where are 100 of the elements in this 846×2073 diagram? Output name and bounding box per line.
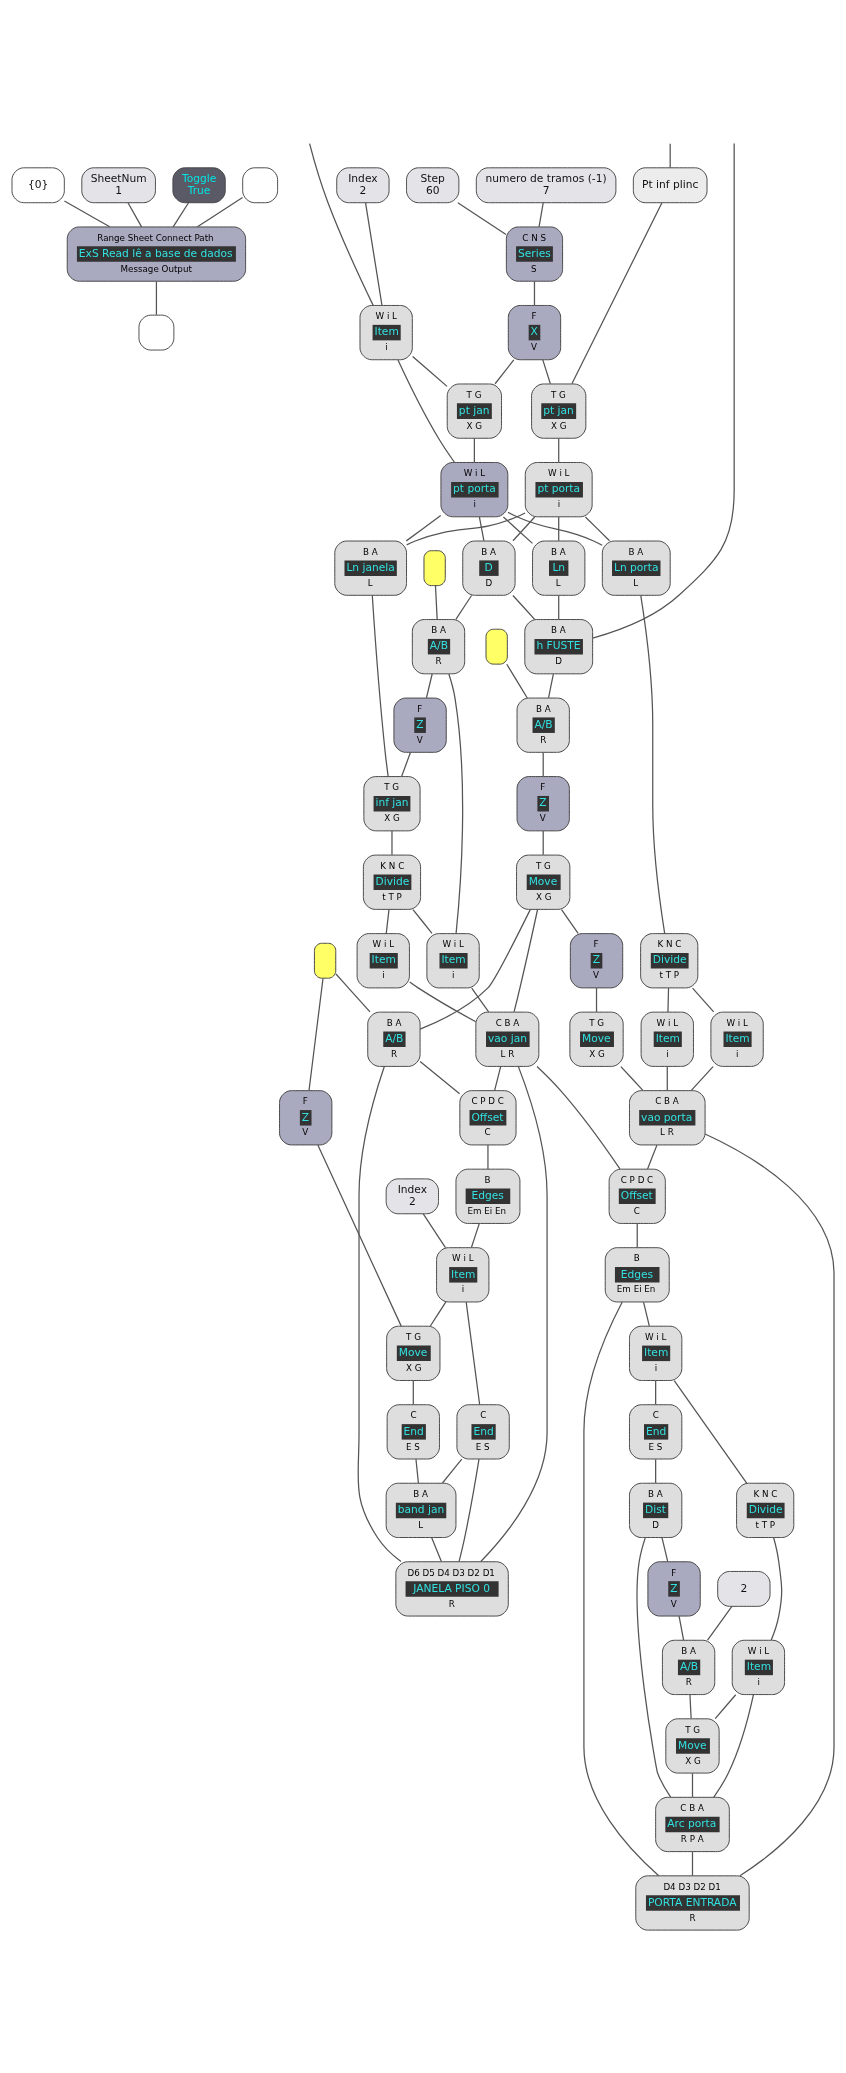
node-box: W i L pt porta i [440, 462, 509, 518]
connector [364, 202, 383, 306]
connector [441, 1458, 463, 1484]
connector [473, 437, 475, 463]
connector [655, 1458, 657, 1484]
connector [127, 202, 143, 228]
connector [646, 1144, 658, 1170]
node-box: T G Move X G [665, 1718, 720, 1774]
connector [642, 1301, 650, 1327]
connector [691, 1851, 694, 1877]
node-box: F Z V [393, 697, 447, 753]
node-box: C End E S [456, 1404, 510, 1460]
connector [457, 202, 507, 236]
node-box: B Edges Em Ei En [604, 1247, 670, 1303]
node-box: B A D D [462, 540, 516, 596]
connector [655, 1380, 657, 1406]
node-box [313, 942, 337, 979]
connector [689, 1694, 692, 1720]
connector [513, 908, 539, 1013]
node-box: Pt inf plinc [632, 167, 708, 204]
connector [465, 1301, 481, 1406]
connector [406, 512, 526, 546]
connector [706, 1605, 733, 1641]
connector [640, 594, 666, 935]
node-box: T G pt jan X G [531, 383, 587, 439]
node-box: F X V [507, 304, 562, 361]
connector [669, 143, 671, 169]
connector [419, 1060, 461, 1095]
connector [547, 673, 554, 699]
connector [704, 1133, 835, 1877]
node-box: F Z V [516, 776, 570, 832]
connector [155, 280, 158, 316]
connector [434, 585, 438, 621]
node-box: T G Move X G [386, 1325, 441, 1381]
node-box: Index 2 [385, 1178, 439, 1215]
node-box: B A Dist D [629, 1482, 683, 1538]
connector [690, 1065, 714, 1092]
connector [415, 1458, 419, 1484]
connector [542, 359, 551, 385]
node-box: C End E S [386, 1404, 440, 1460]
node-box: C B A vao jan L R [475, 1011, 540, 1067]
connector [470, 1223, 480, 1249]
connector [429, 1301, 447, 1327]
connector [471, 987, 490, 1013]
node-box [242, 167, 279, 204]
node-box: W i L Item i [436, 1247, 490, 1303]
connector [666, 1065, 668, 1092]
node-box: C P D C Offset C [608, 1168, 666, 1224]
connector [678, 1615, 685, 1641]
node-box: W i L pt porta i [524, 462, 593, 518]
connector [385, 908, 390, 934]
node-box: B A A/B R [411, 619, 466, 675]
node-box: F Z V [569, 933, 624, 989]
connector [673, 1380, 748, 1484]
connector [571, 202, 663, 385]
node-box [423, 550, 446, 587]
connector [770, 1537, 783, 1641]
connector [558, 437, 560, 463]
node-box: Range Sheet Connect Path ExS Read lê a base de dados Message Output [66, 226, 247, 282]
connector [636, 1537, 672, 1798]
connector [667, 987, 670, 1013]
connector [391, 830, 393, 856]
connector [63, 200, 111, 228]
node-box: W i L Item i [640, 1011, 694, 1067]
connector [558, 516, 560, 542]
node-box: B A Ln janela L [334, 540, 407, 596]
node-box: B Edges Em Ei En [455, 1168, 521, 1224]
connector [405, 514, 442, 542]
connector [592, 143, 735, 639]
connector [422, 1213, 447, 1249]
node-box: W i L Item i [629, 1325, 683, 1381]
node-box: W i L Item i [426, 933, 480, 989]
connector [595, 987, 598, 1013]
node-box: 2 [717, 1570, 771, 1607]
node-box: T G pt jan X G [446, 383, 502, 439]
node-box: D4 D3 D2 D1 PORTA ENTRADA R [635, 1875, 750, 1931]
connector [512, 516, 536, 542]
connector [536, 1065, 621, 1170]
node-box: W i L Item i [356, 933, 410, 989]
node-box: numero de tramos (-1) 7 [475, 167, 617, 204]
node-box: C End E S [629, 1404, 683, 1460]
node-box [485, 628, 508, 665]
connector [714, 1694, 737, 1720]
connector [538, 202, 544, 228]
connector [448, 673, 464, 935]
node-box: Index 2 [336, 167, 390, 204]
node-box: B A h FUSTE D [524, 619, 594, 675]
node-box: T G Move X G [569, 1011, 624, 1067]
connector [478, 516, 485, 542]
connector [412, 1380, 414, 1406]
connector [558, 594, 560, 620]
connector [412, 908, 433, 934]
connector [308, 977, 324, 1092]
connector [309, 143, 374, 306]
connector [401, 751, 412, 777]
connector [487, 1144, 489, 1170]
connector [583, 1301, 660, 1877]
connector [335, 973, 371, 1013]
connector [431, 1537, 442, 1563]
connector [480, 1066, 548, 1563]
